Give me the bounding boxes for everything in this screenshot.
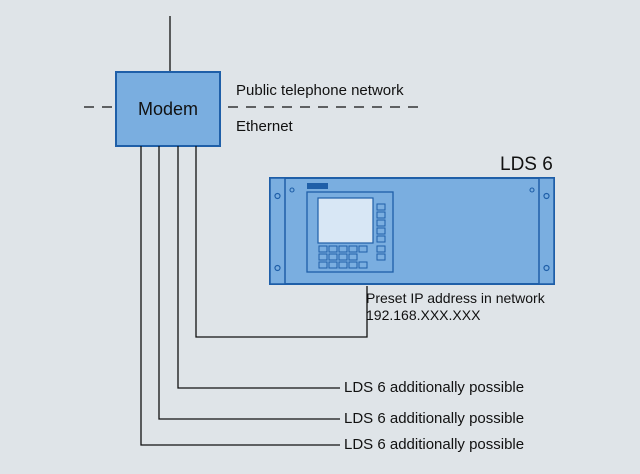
side-key bbox=[376, 245, 386, 253]
ip-address: 192.168.XXX.XXX bbox=[366, 307, 481, 323]
screw-icon bbox=[274, 264, 281, 272]
ethernet-line-additional-3 bbox=[140, 146, 340, 446]
side-key bbox=[376, 227, 386, 235]
display-screen bbox=[317, 197, 374, 244]
device-title: LDS 6 bbox=[500, 154, 553, 175]
additional-device-label: LDS 6 additionally possible bbox=[344, 379, 525, 396]
public-telephone-network-label: Public telephone network bbox=[236, 82, 404, 99]
modem-box bbox=[115, 71, 221, 147]
screw-icon bbox=[543, 192, 550, 200]
lds6-device bbox=[269, 177, 555, 285]
side-key bbox=[376, 211, 386, 219]
screw-icon bbox=[289, 187, 295, 193]
modem-label: Modem bbox=[137, 98, 199, 119]
left-rack-ear bbox=[269, 177, 286, 285]
ethernet-label: Ethernet bbox=[236, 118, 293, 135]
side-key bbox=[376, 203, 386, 211]
ethernet-line-device bbox=[195, 146, 368, 338]
right-rack-ear bbox=[538, 177, 555, 285]
side-key bbox=[376, 219, 386, 227]
additional-device-label: LDS 6 additionally possible bbox=[344, 436, 525, 453]
screw-icon bbox=[543, 264, 550, 272]
keypad bbox=[318, 245, 368, 269]
ethernet-line-additional-1 bbox=[177, 146, 340, 389]
additional-device-label: LDS 6 additionally possible bbox=[344, 410, 525, 427]
ethernet-line-additional-2 bbox=[158, 146, 340, 420]
side-key bbox=[376, 235, 386, 243]
brand-badge bbox=[307, 183, 328, 189]
screw-icon bbox=[529, 187, 535, 193]
side-key bbox=[376, 253, 386, 261]
screw-icon bbox=[274, 192, 281, 200]
preset-ip-label: Preset IP address in network bbox=[366, 290, 545, 306]
